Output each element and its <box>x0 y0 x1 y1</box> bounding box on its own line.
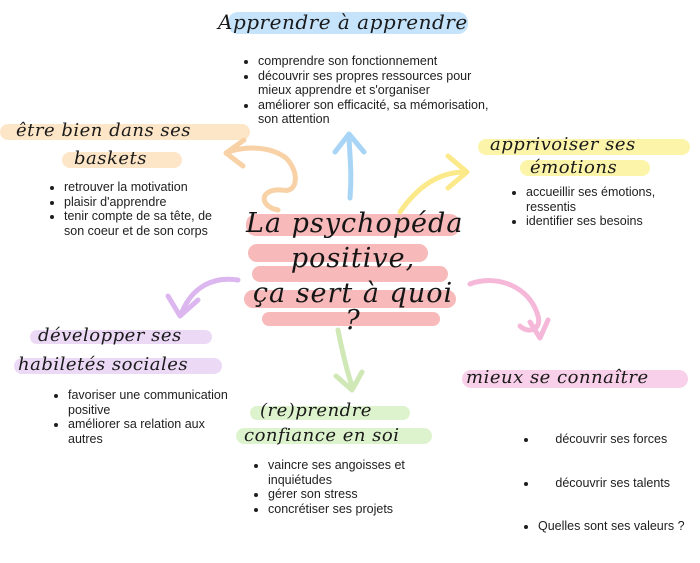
highlight-sociales-1 <box>30 330 212 344</box>
list-item: accueillir ses émotions, ressentis <box>526 185 686 214</box>
topic-confiance-title-1: (re)prendre <box>260 400 372 421</box>
highlight-apprendre <box>228 12 468 34</box>
list-item: découvrir ses talents <box>538 476 700 491</box>
highlight-center-5 <box>262 312 440 326</box>
highlight-emotions-1 <box>478 139 690 155</box>
arrow-down <box>333 327 365 393</box>
topic-connaitre-list: découvrir ses forces découvrir ses talen… <box>520 403 700 563</box>
topic-sociales-list: favoriser une communication positive amé… <box>50 388 238 446</box>
list-item: favoriser une communication positive <box>68 388 238 417</box>
arrow-up <box>332 131 367 201</box>
highlight-confiance-2 <box>236 428 432 444</box>
topic-baskets-list: retrouver la motivation plaisir d'appren… <box>46 180 234 238</box>
list-item: tenir compte de sa tête, de son coeur et… <box>64 209 234 238</box>
highlight-center-3 <box>252 266 448 282</box>
list-item: améliorer sa relation aux autres <box>68 417 238 446</box>
highlight-center-1 <box>246 214 460 236</box>
list-item: comprendre son fonctionnement <box>258 54 498 69</box>
highlight-center-2 <box>248 244 428 262</box>
topic-baskets-title-1: être bien dans ses <box>16 120 192 141</box>
topic-emotions-list: accueillir ses émotions, ressentis ident… <box>508 185 686 229</box>
topic-apprendre-list: comprendre son fonctionnement découvrir … <box>240 54 498 127</box>
center-line-4: ? <box>345 305 361 336</box>
list-item: retrouver la motivation <box>64 180 234 195</box>
arrow-down-right <box>467 278 551 341</box>
topic-apprendre-title: Apprendre à apprendre <box>218 10 468 34</box>
list-item: découvrir ses propres ressources pour mi… <box>258 69 498 98</box>
topic-emotions-title-2: émotions <box>530 157 618 178</box>
topic-confiance-list: vaincre ses angoisses et inquiétudes gér… <box>250 458 448 516</box>
highlight-sociales-2 <box>14 358 222 374</box>
arrow-down-left <box>165 276 241 319</box>
list-item: vaincre ses angoisses et inquiétudes <box>268 458 448 487</box>
decorations <box>0 12 690 444</box>
topic-connaitre-title: mieux se connaître <box>466 367 649 388</box>
list-item: Quelles sont ses valeurs ? <box>538 519 700 534</box>
highlight-connaitre <box>462 370 688 388</box>
list-item: améliorer son efficacité, sa mémorisatio… <box>258 98 498 127</box>
list-item: concrétiser ses projets <box>268 502 448 517</box>
highlight-confiance-1 <box>250 406 410 420</box>
topic-emotions-title-1: apprivoiser ses <box>490 134 636 155</box>
topic-sociales-title-2: habiletés sociales <box>18 354 189 375</box>
highlight-baskets-1 <box>0 124 250 140</box>
topic-baskets-title-2: baskets <box>74 148 148 169</box>
center-line-3: ça sert à quoi <box>252 278 454 309</box>
topic-sociales-title-1: développer ses <box>38 325 182 346</box>
highlight-center-4 <box>244 290 456 308</box>
highlight-emotions-2 <box>520 160 650 176</box>
list-item: gérer son stress <box>268 487 448 502</box>
arrow-up-right <box>397 153 470 215</box>
list-item: découvrir ses forces <box>538 432 700 447</box>
arrow-up-left <box>223 137 298 213</box>
highlight-baskets-2 <box>62 152 182 168</box>
list-item: identifier ses besoins <box>526 214 686 229</box>
center-line-2: positive, <box>290 243 416 274</box>
list-item: plaisir d'apprendre <box>64 195 234 210</box>
center-line-1: La psychopéda <box>246 208 464 239</box>
topic-confiance-title-2: confiance en soi <box>244 425 400 446</box>
